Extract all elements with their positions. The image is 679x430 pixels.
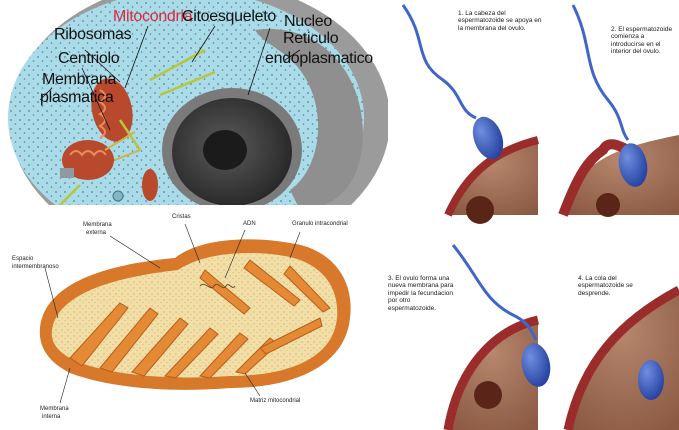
step4-text: 4. La cola del espermatozoide se despren… — [578, 275, 650, 297]
label-nucleus: Nucleo — [284, 14, 332, 31]
label-membrane-1: Membrana — [42, 72, 116, 89]
mitochondrion-3 — [142, 169, 158, 201]
label-dna: ADN — [243, 221, 256, 227]
label-membrane-2: plasmatica — [40, 90, 113, 107]
fertilization-sequence: 1. La cabeza del espermatozoide se apoya… — [388, 0, 679, 430]
step2-text: 2. El espermatozoide comienza a introduc… — [611, 26, 677, 56]
label-outer-membrane-1: Membrana — [83, 222, 112, 228]
label-matrix: Matriz mitocondrial — [250, 398, 300, 404]
label-space-1: Espacio — [12, 256, 33, 262]
label-mitochondria: Mitocondria — [113, 9, 192, 26]
mitochondrion-diagram: Membrana externa Cristas ADN Granulo int… — [0, 208, 388, 430]
step4-illustration — [568, 290, 679, 430]
label-reticulum-2: endoplasmatico — [265, 51, 373, 68]
step1-text: 1. La cabeza del espermatozoide se apoya… — [458, 10, 543, 32]
step3-illustration — [448, 245, 554, 430]
label-ribosomes: Ribosomas — [54, 27, 131, 44]
nucleolus — [203, 130, 247, 170]
step1-illustration — [403, 5, 538, 224]
label-cristae: Cristas — [172, 214, 191, 220]
label-granule: Granulo intracondrial — [292, 221, 348, 227]
step3-text: 3. El ovulo forma una nueva membrana par… — [388, 275, 460, 312]
mitochondrion-illustration — [0, 208, 388, 430]
fertilization-illustration — [388, 0, 679, 430]
label-reticulum-1: Reticulo — [283, 31, 338, 48]
label-cytoskeleton: Citoesqueleto — [182, 9, 276, 26]
label-outer-membrane-2: externa — [86, 230, 106, 236]
label-inner-membrane-1: Membrana — [40, 406, 69, 412]
cell-diagram: Mitocondria Citoesqueleto Nucleo Ribosom… — [0, 0, 388, 205]
label-inner-membrane-2: interna — [42, 414, 60, 420]
label-space-2: intermembranoso — [12, 264, 59, 270]
label-centriole: Centriolo — [58, 51, 119, 68]
